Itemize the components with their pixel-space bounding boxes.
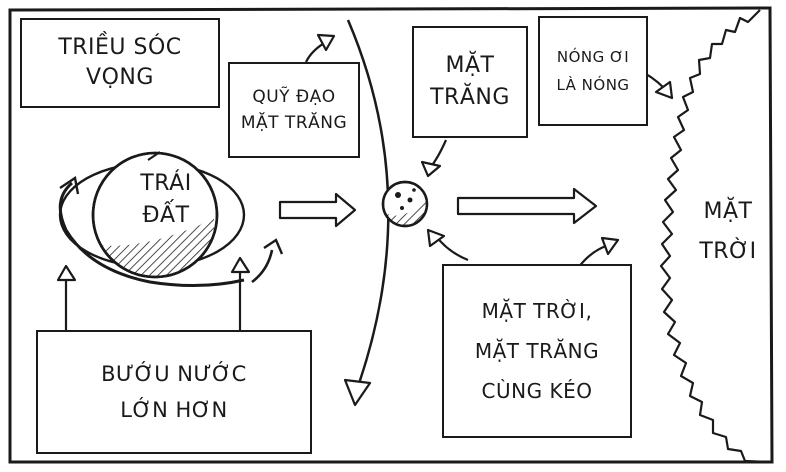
- moon-orbit-box: QUỸ ĐẠO MẶT TRĂNG: [228, 62, 360, 158]
- sun-label: MẶT TRỜI: [699, 199, 757, 264]
- hot-label: NÓNG ƠI LÀ NÓNG: [556, 48, 630, 94]
- spring-tide-title: TRIỀU SÓC VỌNG: [58, 35, 182, 90]
- moon-box: MẶT TRĂNG: [412, 26, 528, 138]
- moon-orbit-label: QUỸ ĐẠO MẶT TRĂNG: [240, 87, 348, 133]
- earth-icon: [58, 151, 284, 288]
- sun-surface: [659, 9, 771, 464]
- pulling-together-box: MẶT TRỜI, MẶT TRĂNG CÙNG KÉO: [442, 264, 632, 438]
- pulling-together-label: MẶT TRỜI, MẶT TRĂNG CÙNG KÉO: [474, 299, 600, 403]
- earth-to-moon-arrow: [278, 192, 357, 228]
- bigger-bulge-label: BƯỚU NƯỚC LỚN HƠN: [101, 362, 247, 422]
- bigger-bulge-box: BƯỚU NƯỚC LỚN HƠN: [36, 330, 312, 454]
- moon-to-sun-arrow: [456, 187, 598, 225]
- hot-box: NÓNG ƠI LÀ NÓNG: [538, 16, 648, 126]
- moon-label: MẶT TRĂNG: [430, 53, 510, 110]
- outer-frame: [8, 6, 774, 464]
- orbit-arrowhead: [343, 378, 372, 407]
- moon-icon: [381, 180, 429, 228]
- spring-tide-box: TRIỀU SÓC VỌNG: [20, 18, 220, 108]
- earth-label: TRÁI ĐẤT: [140, 171, 192, 228]
